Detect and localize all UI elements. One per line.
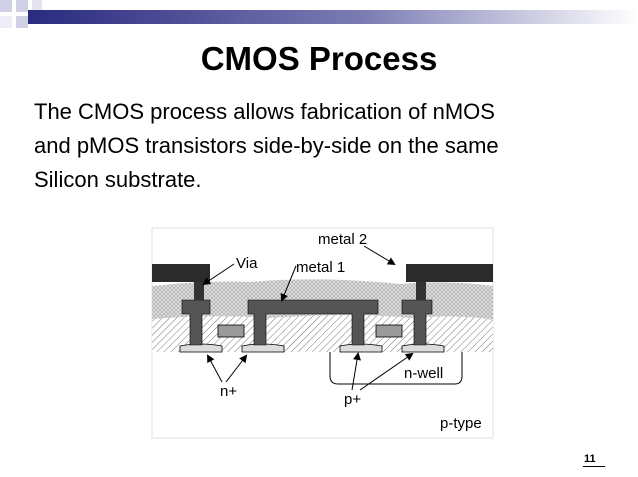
header-square xyxy=(0,16,12,28)
arrow-metal1 xyxy=(280,265,297,302)
label-p-type: p-type xyxy=(440,415,482,432)
arrow-n-plus xyxy=(207,354,223,383)
arrow-metal2 xyxy=(363,245,396,266)
label-metal2: metal 2 xyxy=(318,231,367,248)
header-gradient-bar xyxy=(28,10,638,24)
arrow-p-plus xyxy=(359,352,414,391)
via xyxy=(194,282,204,300)
slide-number: 11 xyxy=(584,453,596,465)
metal1-contact xyxy=(401,299,433,346)
metal1-interconnect xyxy=(247,299,379,346)
label-via: Via xyxy=(236,255,258,272)
arrow-n-plus xyxy=(225,354,248,383)
slide-body: The CMOS process allows fabrication of n… xyxy=(34,95,614,197)
label-n-plus: n+ xyxy=(220,383,237,400)
cmos-cross-section-diagram: metal 2 Via metal 1 n-well n+ p+ p-type xyxy=(151,227,494,439)
label-p-plus: p+ xyxy=(344,391,361,408)
label-metal1: metal 1 xyxy=(296,259,345,276)
arrow-p-plus xyxy=(351,352,361,391)
header-square xyxy=(16,0,28,12)
body-line: The CMOS process allows fabrication of n… xyxy=(34,99,495,124)
lower-oxide xyxy=(152,315,493,352)
header-square xyxy=(16,16,28,28)
body-line: and pMOS transistors side-by-side on the… xyxy=(34,133,499,158)
label-n-well: n-well xyxy=(404,365,443,382)
metal2-left xyxy=(152,264,210,282)
header-square xyxy=(32,0,42,10)
slide-title: CMOS Process xyxy=(200,40,438,77)
body-line: Silicon substrate. xyxy=(34,167,202,192)
header-band xyxy=(0,0,638,30)
header-decoration xyxy=(0,0,638,28)
n-plus-diffusion xyxy=(179,343,223,353)
via xyxy=(416,282,426,300)
polysilicon-gate xyxy=(217,324,245,338)
metal1-contact xyxy=(181,299,211,346)
metal2-right xyxy=(406,264,493,282)
header-square xyxy=(0,0,12,12)
polysilicon-gate xyxy=(375,324,403,338)
slide-number-underline xyxy=(583,466,605,467)
n-well-region xyxy=(329,352,463,385)
arrow-via xyxy=(202,263,235,286)
